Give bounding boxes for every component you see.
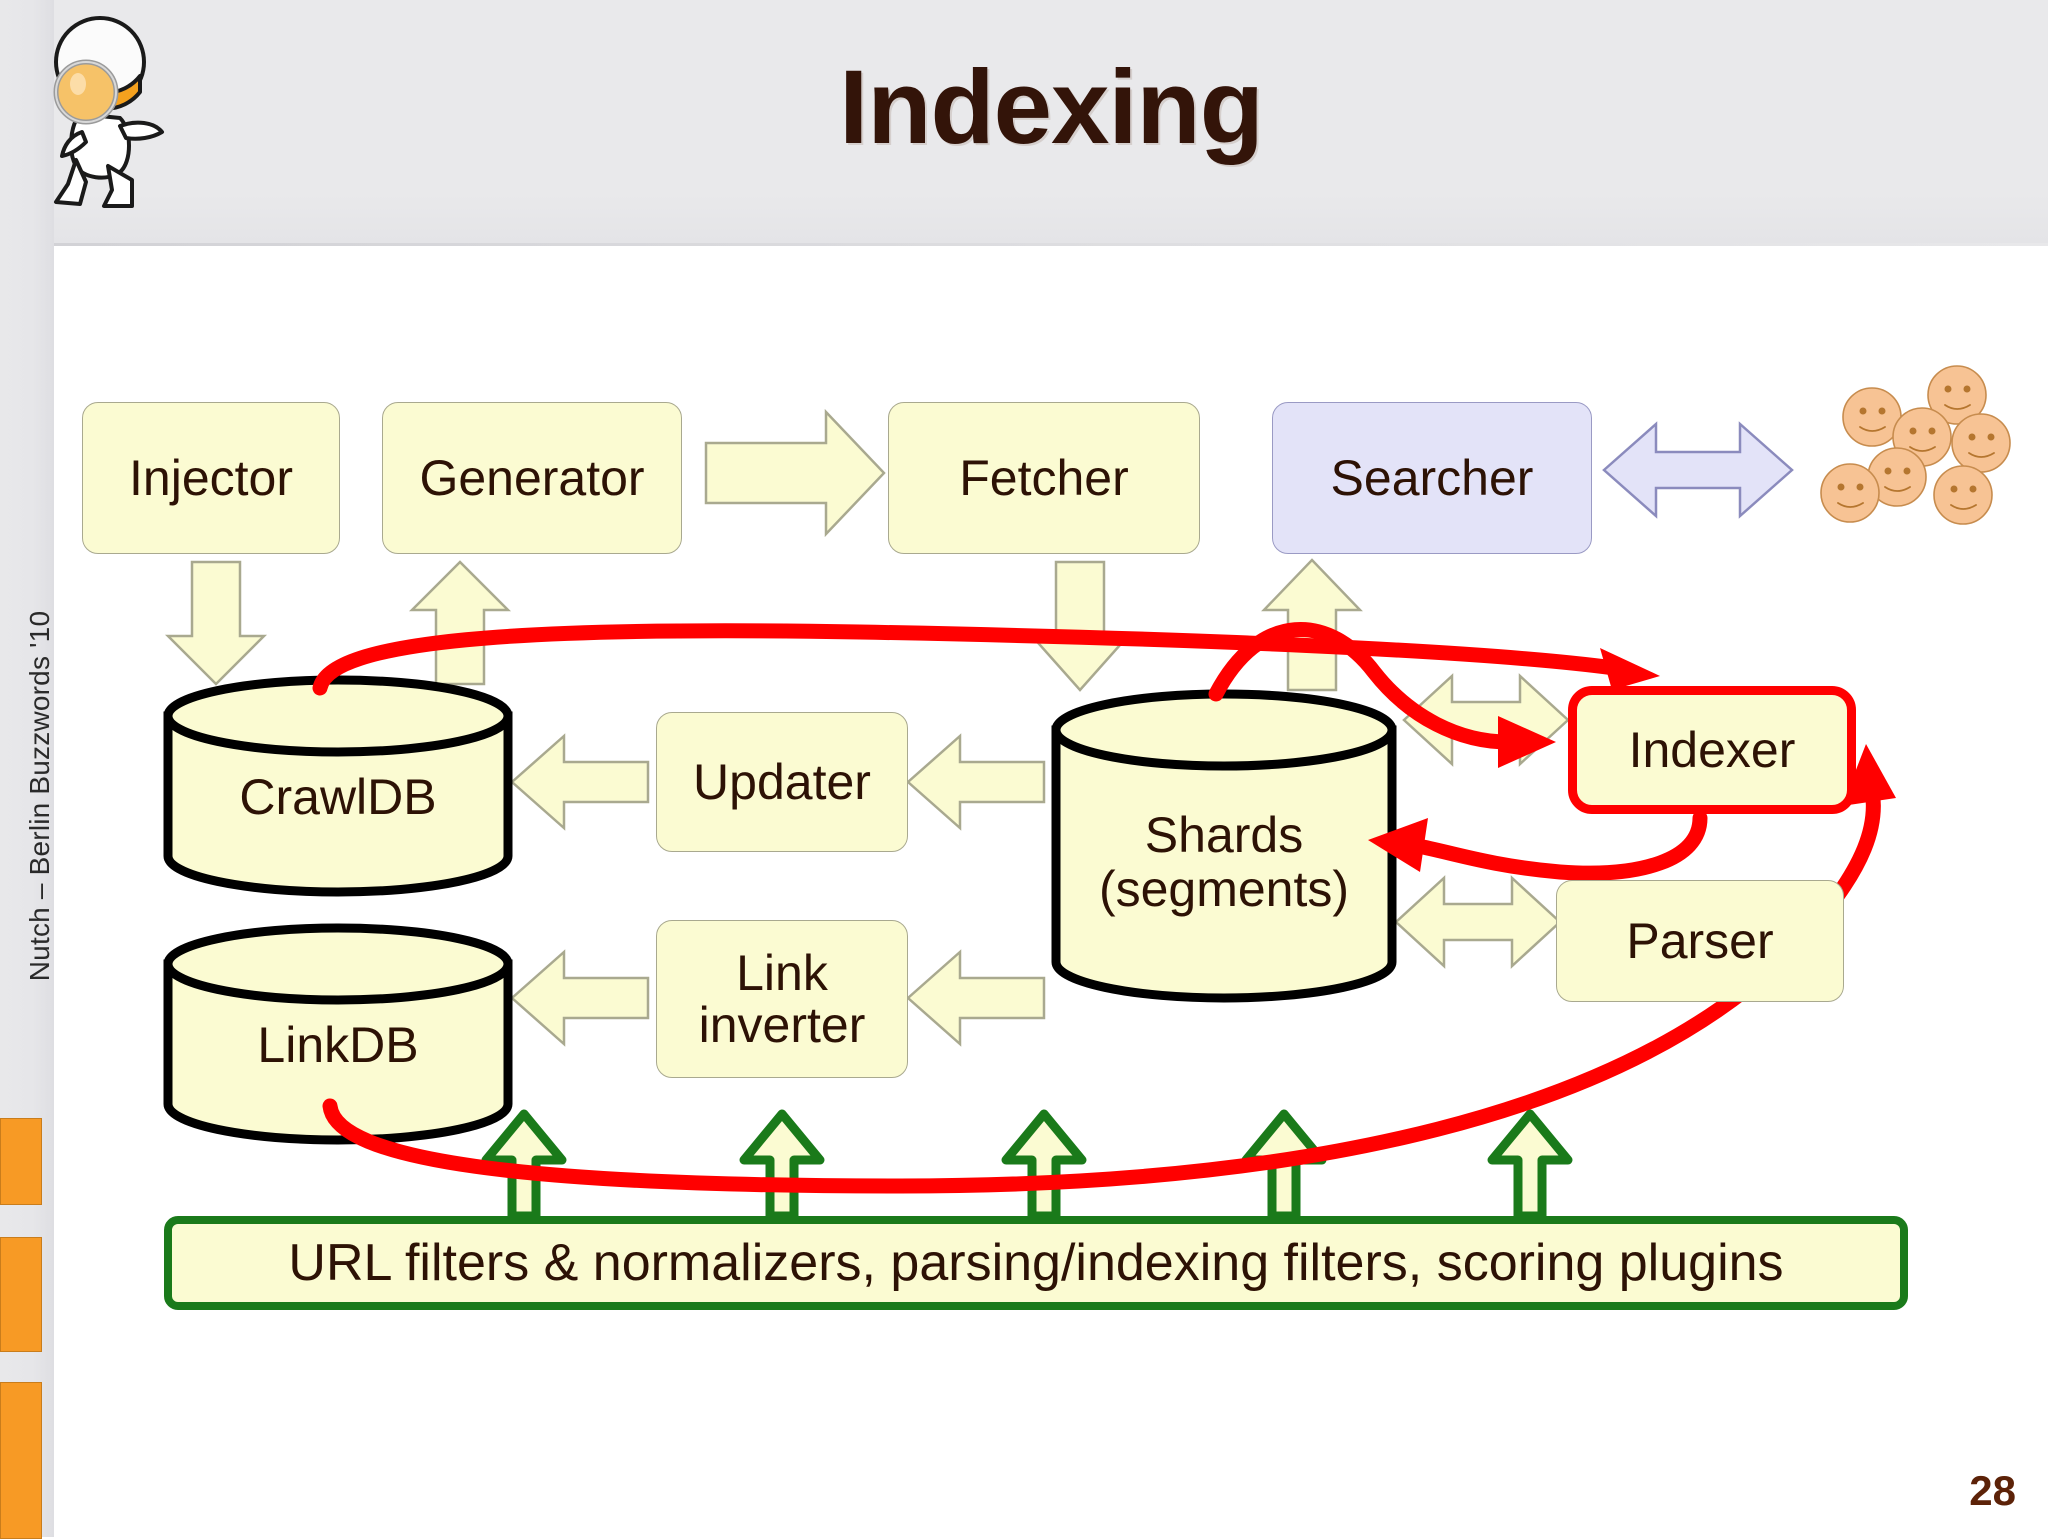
- plugin-bar[interactable]: URL filters & normalizers, parsing/index…: [164, 1216, 1908, 1310]
- sidebar-divider: [54, 0, 56, 1537]
- node-link-inverter-label: Link inverter: [698, 944, 866, 1053]
- node-searcher[interactable]: Searcher: [1272, 402, 1592, 554]
- nutch-mascot-logo: [53, 16, 164, 208]
- node-updater[interactable]: Updater: [656, 712, 908, 852]
- node-link-inverter[interactable]: Link inverter: [656, 920, 908, 1078]
- page-number: 28: [1969, 1467, 2016, 1514]
- node-fetcher[interactable]: Fetcher: [888, 402, 1200, 554]
- header-divider: [54, 243, 2048, 246]
- sidebar-accent-block-3: [0, 1382, 42, 1539]
- node-fetcher-label: Fetcher: [959, 449, 1129, 506]
- node-indexer-label: Indexer: [1628, 721, 1796, 778]
- node-linkdb-label: LinkDB: [257, 1017, 419, 1073]
- node-searcher-label: Searcher: [1330, 449, 1534, 506]
- node-generator-label: Generator: [419, 449, 645, 506]
- node-shards-label: Shards (segments): [1098, 807, 1350, 917]
- node-parser-label: Parser: [1626, 912, 1774, 969]
- node-crawldb-label: CrawlDB: [239, 769, 437, 825]
- node-injector[interactable]: Injector: [82, 402, 340, 554]
- node-parser[interactable]: Parser: [1556, 880, 1844, 1002]
- page-title: Indexing: [839, 49, 1264, 166]
- node-indexer[interactable]: Indexer: [1568, 686, 1856, 814]
- plugin-bar-label: URL filters & normalizers, parsing/index…: [288, 1234, 1784, 1292]
- node-injector-label: Injector: [129, 449, 293, 506]
- node-updater-label: Updater: [693, 753, 871, 810]
- slide-header: [54, 0, 2048, 243]
- sidebar-accent-block-1: [0, 1118, 42, 1205]
- sidebar-accent-block-2: [0, 1237, 42, 1352]
- node-users-cluster: [1820, 365, 2011, 525]
- node-generator[interactable]: Generator: [382, 402, 682, 554]
